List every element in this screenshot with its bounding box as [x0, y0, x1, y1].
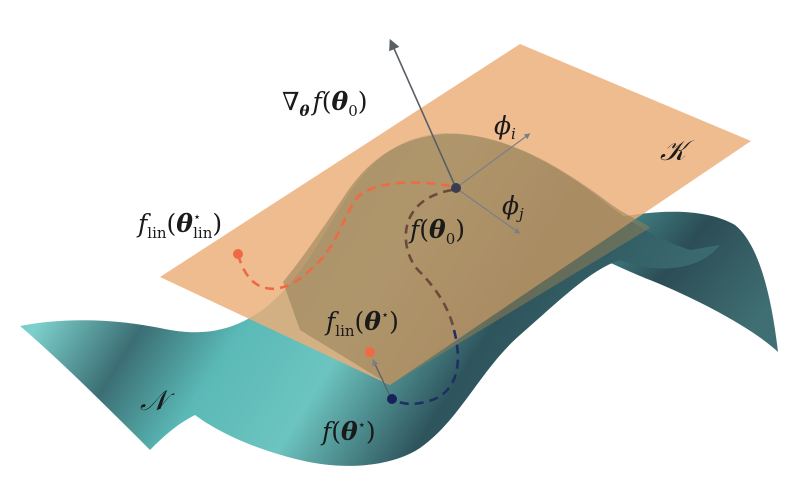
f-theta-star-label: f(θ⋆) [320, 417, 376, 446]
nonlinear-path-upper [404, 188, 456, 331]
phi-i-arrow [455, 133, 531, 189]
point-f-lin-theta-star [365, 347, 375, 357]
phi-i-label: ϕi [494, 111, 516, 143]
phi-j-arrow [455, 187, 521, 234]
nonlinear-path-lower [391, 329, 460, 406]
phi-j-label: ϕj [502, 191, 524, 223]
point-f-theta-star [387, 394, 397, 404]
f-lin-theta-star-label: flin(θ⋆) [324, 307, 399, 340]
gradient-arrow [389, 38, 457, 189]
point-f-lin-theta-lin-star [233, 249, 243, 259]
f-lin-theta-lin-star-label: flin(θ⋆lin) [136, 209, 222, 242]
projection-arrow [372, 359, 391, 397]
f-theta0-label: f(θ0) [408, 215, 465, 248]
linearized-path [236, 181, 451, 291]
point-f-theta0 [451, 183, 461, 193]
plane-manifold-overlap [283, 133, 650, 385]
